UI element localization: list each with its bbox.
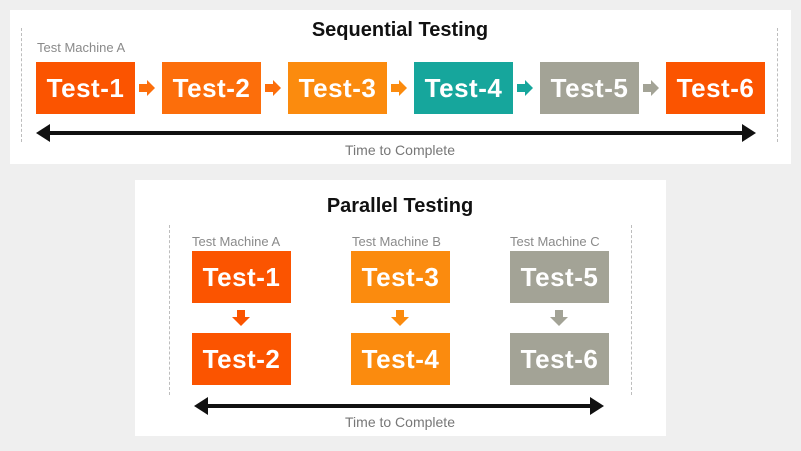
test-box: Test-6	[666, 62, 765, 114]
time-arrow	[36, 124, 756, 142]
test-box: Test-1	[192, 251, 291, 303]
arrow-down-icon	[232, 310, 250, 326]
arrow-right-icon	[265, 80, 281, 96]
arrow-down-icon	[391, 310, 409, 326]
test-box: Test-3	[288, 62, 387, 114]
test-box: Test-5	[540, 62, 639, 114]
machine-label: Test Machine A	[192, 234, 281, 249]
left-boundary-dash	[21, 28, 22, 142]
parallel-title: Parallel Testing	[326, 195, 474, 217]
arrow-right-icon	[391, 80, 407, 96]
time-label: Time to Complete	[345, 414, 455, 430]
sequential-title: Sequential Testing	[311, 19, 489, 41]
right-boundary-dash	[777, 28, 778, 142]
test-box: Test-1	[36, 62, 135, 114]
parallel-panel	[135, 180, 666, 436]
machine-label: Test Machine B	[352, 234, 441, 249]
test-box: Test-6	[510, 333, 609, 385]
test-box: Test-4	[414, 62, 513, 114]
arrow-right-icon	[643, 80, 659, 96]
machine-label: Test Machine A	[37, 40, 126, 55]
left-boundary-dash	[169, 225, 170, 395]
test-box: Test-4	[351, 333, 450, 385]
test-box: Test-5	[510, 251, 609, 303]
test-box: Test-3	[351, 251, 450, 303]
machine-label: Test Machine C	[510, 234, 600, 249]
time-arrow	[194, 397, 604, 415]
arrow-right-icon	[139, 80, 155, 96]
right-boundary-dash	[631, 225, 632, 395]
arrow-down-icon	[550, 310, 568, 326]
arrow-right-icon	[517, 80, 533, 96]
test-box: Test-2	[192, 333, 291, 385]
time-label: Time to Complete	[345, 142, 455, 158]
test-box: Test-2	[162, 62, 261, 114]
